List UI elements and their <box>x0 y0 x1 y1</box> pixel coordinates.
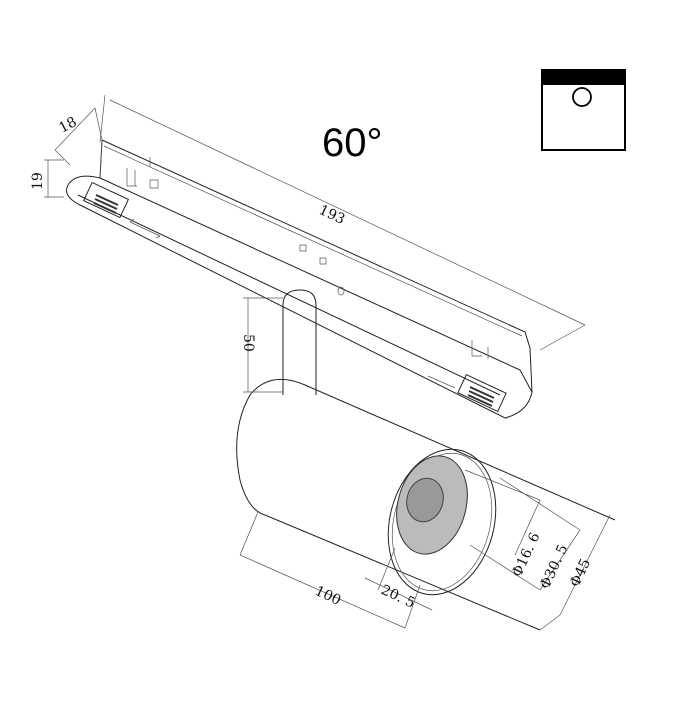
mount-type-icon <box>541 69 626 151</box>
dim-dia-inner: Φ16. 6 <box>509 530 543 580</box>
dimension-lines <box>44 94 611 631</box>
track-rail <box>66 139 533 419</box>
dim-body-length: 100 <box>312 583 343 609</box>
dim-recess: 20. 5 <box>378 582 417 612</box>
stem <box>282 289 317 395</box>
dim-stem: 50 <box>240 334 256 352</box>
dim-dia-mid: Φ30. 5 <box>537 542 571 591</box>
spot-cylinder <box>236 378 616 631</box>
dim-length: 193 <box>316 202 347 228</box>
beam-angle-title: 60° <box>322 121 383 165</box>
dim-width: 18 <box>56 114 79 136</box>
dim-height: 19 <box>30 172 46 190</box>
dim-dia-outer: Φ45 <box>567 556 594 589</box>
